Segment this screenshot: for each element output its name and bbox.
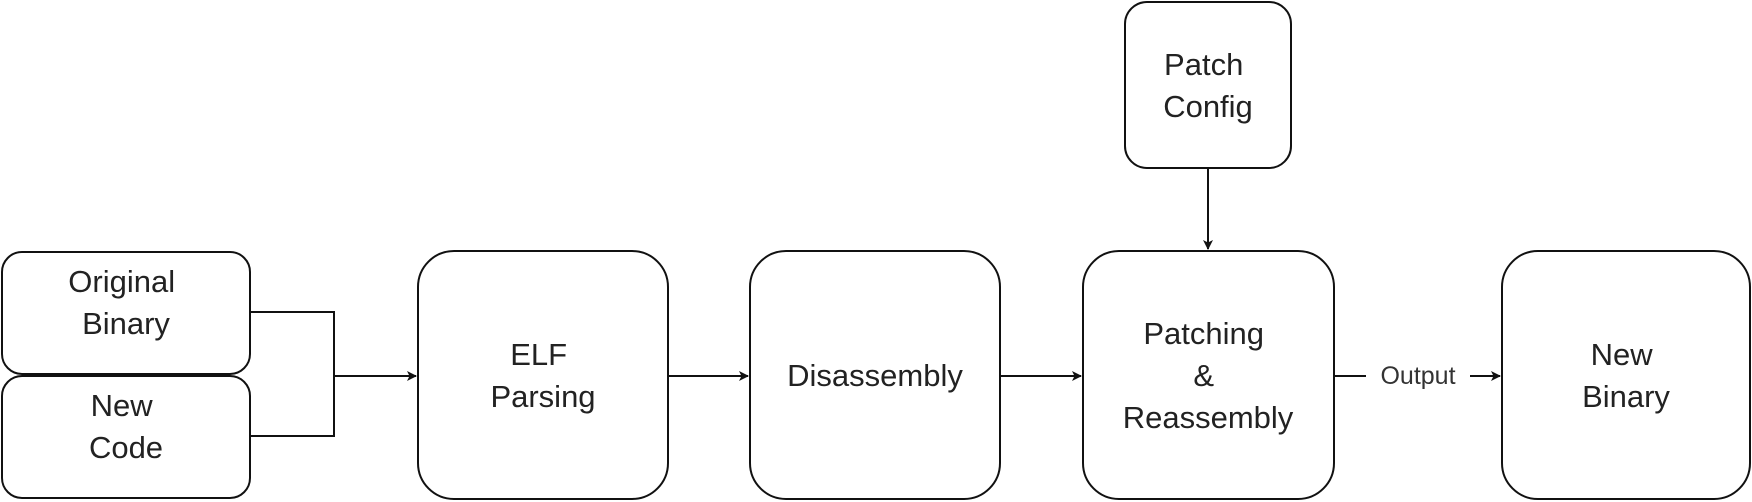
node-new-binary: New Binary [1501, 250, 1751, 500]
original-binary-label: Original Binary [68, 264, 183, 341]
node-disassembly: Disassembly [749, 250, 1001, 500]
edges: Output [250, 168, 1501, 437]
output-edge-label: Output [1380, 362, 1455, 390]
node-original-binary: Original Binary [1, 251, 251, 375]
node-new-code: New Code [1, 375, 251, 499]
new-binary-label: New Binary [1582, 337, 1670, 414]
patch-config-label: Patch Config [1163, 47, 1253, 124]
edge-new-code-connector [250, 376, 335, 437]
new-code-label: New Code [89, 388, 163, 465]
node-elf-parsing: ELF Parsing [417, 250, 669, 500]
node-patch-config: Patch Config [1124, 1, 1292, 169]
disassembly-label: Disassembly [787, 358, 963, 393]
node-patching-reassembly: Patching & Reassembly [1082, 250, 1335, 500]
patching-reassembly-label: Patching & Reassembly [1123, 316, 1294, 435]
edge-original-binary-connector [250, 311, 335, 376]
elf-parsing-label: ELF Parsing [490, 337, 595, 414]
